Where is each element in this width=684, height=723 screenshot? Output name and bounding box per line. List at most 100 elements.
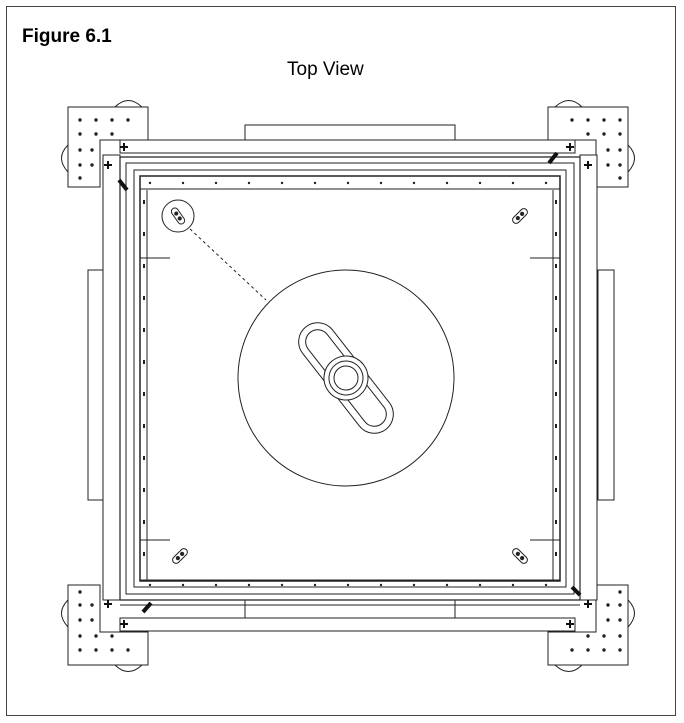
washer-ring	[322, 354, 370, 402]
frame-hole	[555, 392, 557, 396]
slot-bottom-right	[511, 547, 529, 565]
bolt-hole-icon	[78, 163, 82, 167]
bolt-hole-icon	[602, 132, 606, 136]
bolt-hole-icon	[618, 132, 622, 136]
frame-hole	[478, 181, 482, 185]
plus-fastener-icon	[584, 161, 592, 169]
bolt-hole-icon	[618, 603, 622, 607]
bolt-hole-icon	[570, 118, 574, 122]
bracket-right-upper	[530, 230, 560, 258]
frame-hole	[511, 181, 515, 185]
bolt-hole-icon	[618, 176, 622, 180]
slot-icon	[511, 547, 529, 565]
slot-icon	[170, 207, 186, 226]
bolt-hole-icon	[606, 603, 610, 607]
figure-label: Figure 6.1	[22, 26, 112, 47]
frame-hole	[143, 456, 145, 460]
frame-hole	[412, 583, 416, 587]
frame-hole	[555, 328, 557, 332]
slot-top-right	[511, 207, 529, 225]
bolt-hole-icon	[78, 618, 82, 622]
flange-right	[598, 270, 614, 500]
bolt-hole-icon	[78, 132, 82, 136]
frame-hole	[148, 583, 152, 587]
frame-hole	[555, 520, 557, 524]
flange-bottom	[245, 600, 455, 620]
frame-hole	[511, 583, 515, 587]
plus-fastener-icon	[566, 620, 574, 628]
plus-fastener-icon	[104, 600, 112, 608]
bolt-hole-icon	[90, 603, 94, 607]
frame-hole	[143, 520, 145, 524]
washer-outer	[315, 347, 377, 409]
bracket-left-upper	[140, 230, 170, 258]
corner-bracket-top-left	[62, 101, 149, 188]
bracket-left-lower	[140, 518, 170, 540]
bolt-hole-icon	[618, 118, 622, 122]
bolt-hole-icon	[602, 118, 606, 122]
bolt-hole-icon	[78, 118, 82, 122]
rail-right	[580, 155, 597, 600]
frame-hole	[143, 392, 145, 396]
bolt-hole-icon	[586, 132, 590, 136]
bolt-hole-icon	[110, 132, 114, 136]
bolt-hole-icon	[94, 132, 98, 136]
frame-hole	[555, 488, 557, 492]
bracket-right-lower	[530, 518, 560, 540]
inner-frame	[120, 157, 580, 605]
bolt-hole-icon	[110, 118, 114, 122]
detail-callout-circle	[162, 200, 194, 232]
frame-hole	[346, 583, 350, 587]
figure-frame	[6, 6, 676, 716]
frame-hole	[214, 583, 218, 587]
frame-hole	[555, 200, 557, 204]
bolt-hole-icon	[618, 618, 622, 622]
bolt-head	[329, 361, 363, 395]
bolt-hole-icon	[602, 634, 606, 638]
side-brackets	[140, 230, 560, 540]
bolt-hole-icon	[618, 148, 622, 152]
bolt-hole-icon	[126, 118, 130, 122]
frame-hole	[143, 424, 145, 428]
frame-hole	[555, 424, 557, 428]
bolt-hole-icon	[618, 648, 622, 652]
frame-hole	[143, 232, 145, 236]
frame-hole	[555, 232, 557, 236]
corner-fasteners	[104, 143, 592, 628]
rail-bottom	[120, 618, 575, 631]
bolt-hole-icon	[78, 603, 82, 607]
bolt-hole-icon	[602, 648, 606, 652]
bolt-hole-icon	[618, 163, 622, 167]
clip-bottom-left	[143, 603, 151, 612]
frame-hole	[379, 583, 383, 587]
frame-hole	[478, 583, 482, 587]
bolt-hole-icon	[78, 176, 82, 180]
bolt-hole-icon	[126, 648, 130, 652]
frame-hole	[445, 181, 449, 185]
frame-hole	[143, 264, 145, 268]
frame-hole	[143, 488, 145, 492]
bolt-hole-icon	[110, 648, 114, 652]
frame-hole	[346, 181, 350, 185]
frame-hole	[313, 583, 317, 587]
frame-hole	[143, 552, 145, 556]
slot-icon	[511, 207, 529, 225]
frame-hole-markers	[143, 181, 557, 587]
frame-hole	[555, 360, 557, 364]
plus-fastener-icon	[566, 143, 574, 151]
bolt-hole-icon	[90, 163, 94, 167]
frame-hole	[313, 181, 317, 185]
frame-hole	[247, 583, 251, 587]
bolt-hole-icon	[94, 648, 98, 652]
bolt-hole-icon	[110, 634, 114, 638]
frame-hole	[412, 181, 416, 185]
frame-hole	[181, 583, 185, 587]
bolt-hole-icon	[606, 618, 610, 622]
bolt-hole-icon	[94, 118, 98, 122]
frame-hole	[280, 583, 284, 587]
frame-hole	[555, 552, 557, 556]
frame-hole	[555, 296, 557, 300]
frame-hole	[143, 296, 145, 300]
flange-left	[88, 270, 104, 500]
